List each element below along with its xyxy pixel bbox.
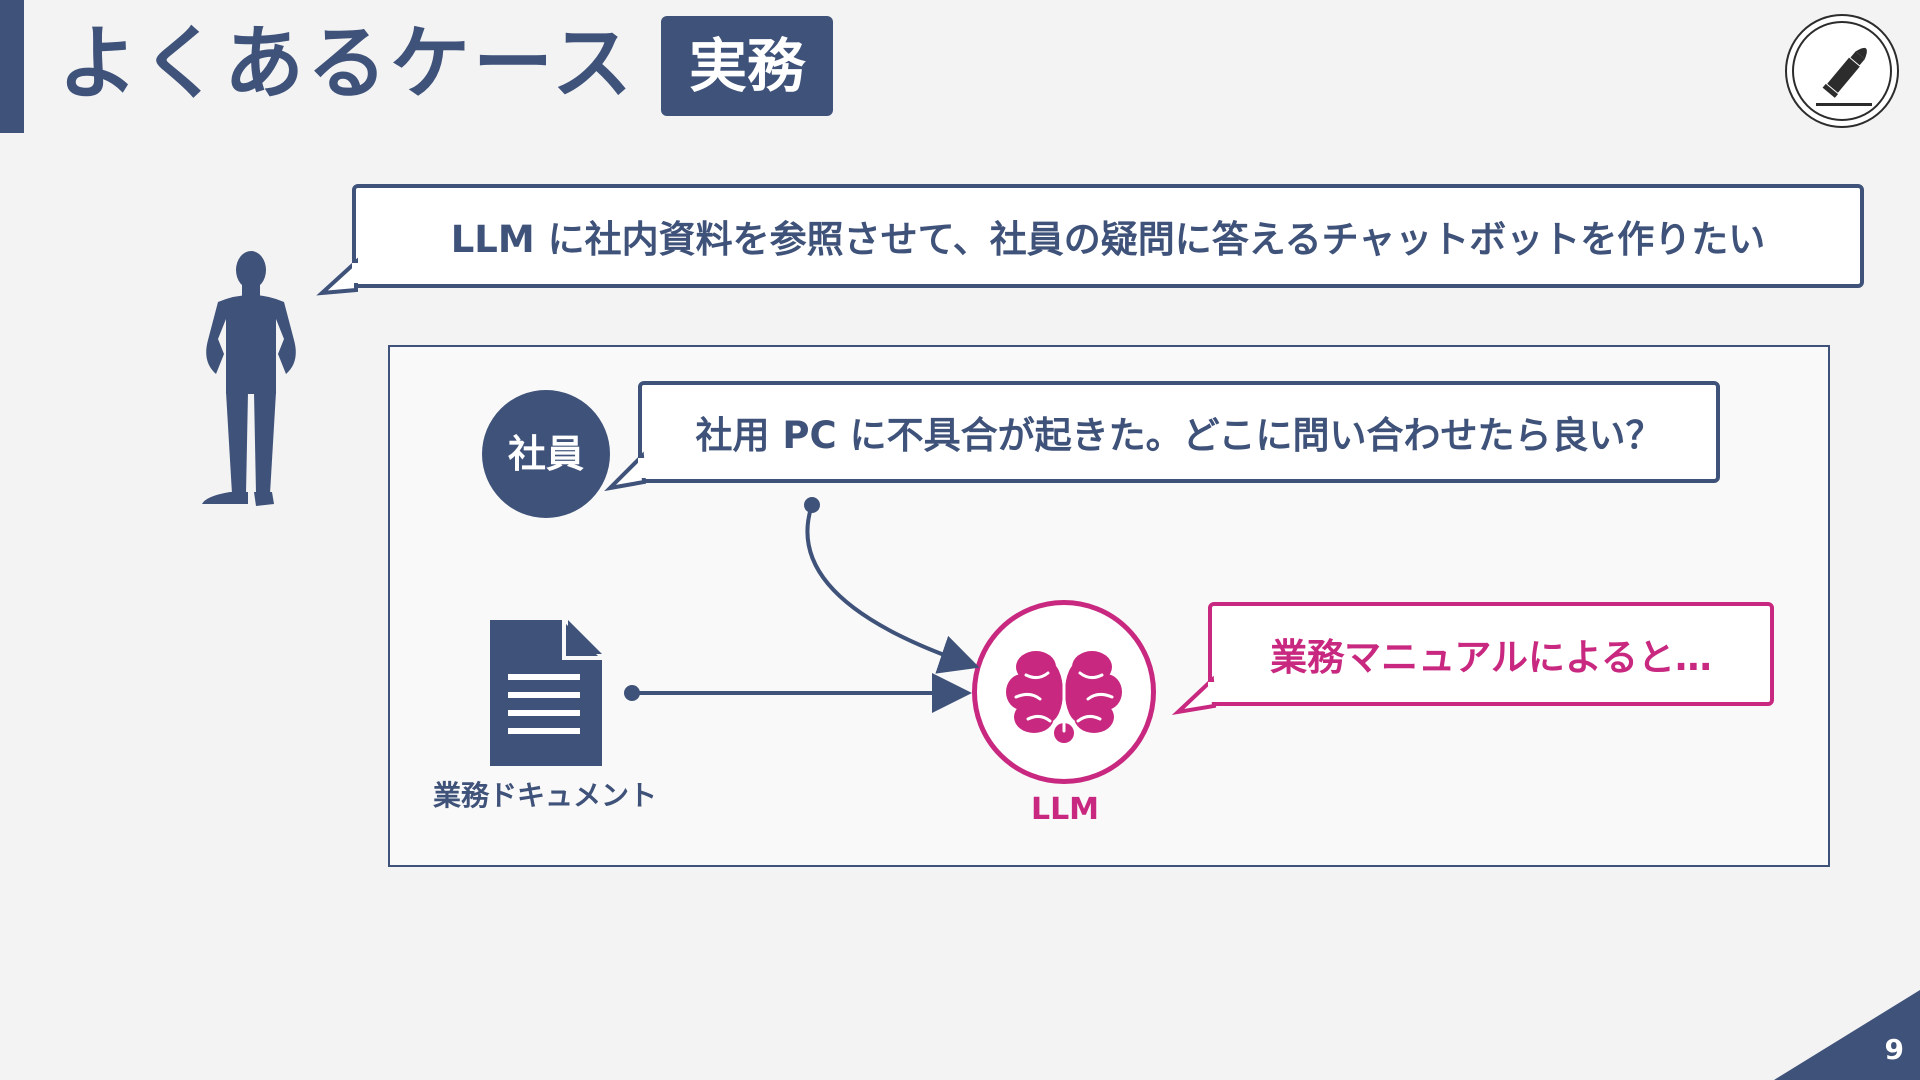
llm-label: LLM	[1030, 792, 1100, 827]
speech-main-text: LLM に社内資料を参照させて、社員の疑問に答えるチャットボットを作りたい	[450, 218, 1766, 261]
page-title: よくあるケース	[58, 17, 635, 110]
question-arrow	[805, 504, 980, 674]
document-icon	[490, 620, 602, 766]
speech-bubble-llm: 業務マニュアルによると…	[1208, 602, 1774, 706]
main-bubble-tail	[316, 257, 358, 296]
bullet-icon	[1816, 47, 1872, 106]
title-tag: 実務	[661, 16, 833, 116]
person-silhouette-icon	[202, 251, 296, 506]
corner-triangle	[1774, 990, 1920, 1080]
employee-badge: 社員	[482, 390, 610, 518]
employee-question-text: 社用 PC に不具合が起きた。どこに問い合わせたら良い？	[695, 414, 1663, 457]
document-label: 業務ドキュメント	[432, 779, 657, 812]
title-accent-bar	[0, 0, 24, 133]
page-number: 9	[1884, 1033, 1904, 1066]
llm-node	[972, 600, 1156, 784]
logo-ring	[1792, 21, 1892, 121]
logo	[1785, 14, 1899, 128]
llm-reply-text: 業務マニュアルによると…	[1270, 636, 1712, 679]
brain-icon	[1006, 649, 1122, 743]
speech-bubble-employee: 社用 PC に不具合が起きた。どこに問い合わせたら良い？	[638, 381, 1720, 483]
speech-bubble-main: LLM に社内資料を参照させて、社員の疑問に答えるチャットボットを作りたい	[352, 184, 1864, 288]
